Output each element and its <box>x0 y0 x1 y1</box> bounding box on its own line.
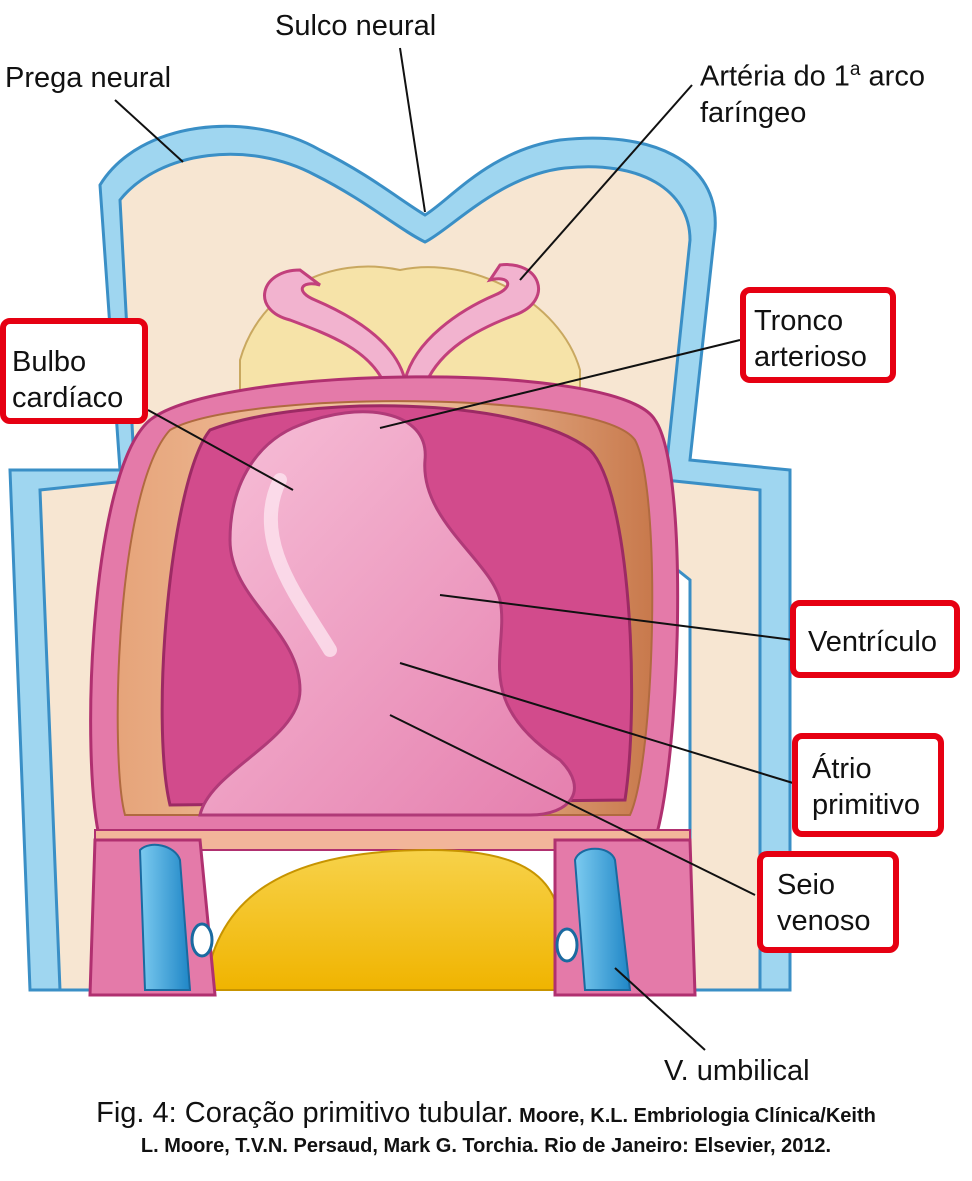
box-seio-venoso: Seio venoso <box>757 851 899 953</box>
label-prega-neural: Prega neural <box>5 62 172 94</box>
leader-umbilical <box>614 967 706 1051</box>
seio-line-2: venoso <box>777 905 871 937</box>
label-sulco-neural: Sulco neural <box>275 10 437 42</box>
caption-citation-1: Moore, K.L. Embriologia Clínica/Keith <box>519 1105 876 1127</box>
arteria-text-1: Artéria do 1 <box>700 60 850 93</box>
bulbo-line-1: Bulbo <box>12 346 87 378</box>
label-arteria: Artéria do 1a arco faríngeo <box>700 52 925 131</box>
caption-title: Fig. 4: Coração primitivo tubular. <box>96 1097 514 1129</box>
arteria-text-1b: arco <box>860 60 925 93</box>
box-atrio-primitivo: Átrio primitivo <box>792 733 944 837</box>
leader-prega-neural <box>114 99 184 163</box>
right-umbilical-vein <box>573 847 632 991</box>
left-vein-opening <box>190 922 214 958</box>
leader-seio <box>389 714 756 896</box>
left-umbilical-vein <box>138 843 192 991</box>
mesoderm-layer <box>38 152 762 992</box>
ventriculo-text: Ventrículo <box>808 626 937 658</box>
atrio-line-2: primitivo <box>812 789 920 821</box>
bulbo-line-2: cardíaco <box>12 382 124 414</box>
leader-tronco <box>379 339 741 429</box>
arteria-superscript: a <box>849 59 861 80</box>
yolk-sac <box>203 848 567 991</box>
caption-citation-2: L. Moore, T.V.N. Persaud, Mark G. Torchi… <box>140 1135 832 1157</box>
box-tronco-arterioso: Tronco arterioso <box>740 287 896 383</box>
leader-bulbo <box>147 409 294 491</box>
leader-arteria <box>519 84 693 281</box>
right-vein-opening <box>555 927 579 963</box>
leader-ventriculo <box>439 594 794 641</box>
tronco-line-2: arterioso <box>754 341 867 373</box>
seio-line-1: Seio <box>777 869 836 901</box>
arteria-text-2: faríngeo <box>700 96 807 129</box>
heart-tube-highlight <box>263 473 337 657</box>
heart-tube-lumen <box>198 410 576 817</box>
tronco-line-1: Tronco <box>754 305 844 337</box>
figure-caption: Fig. 4: Coração primitivo tubular. Moore… <box>0 1098 972 1161</box>
label-v-umbilical: V. umbilical <box>664 1055 810 1087</box>
leader-sulco-neural <box>399 47 426 213</box>
box-ventriculo: Ventrículo <box>790 600 960 678</box>
atrio-line-1: Átrio <box>812 753 872 785</box>
box-bulbo-cardiaco: Bulbo cardíaco <box>0 318 148 424</box>
leader-atrio <box>399 662 794 784</box>
